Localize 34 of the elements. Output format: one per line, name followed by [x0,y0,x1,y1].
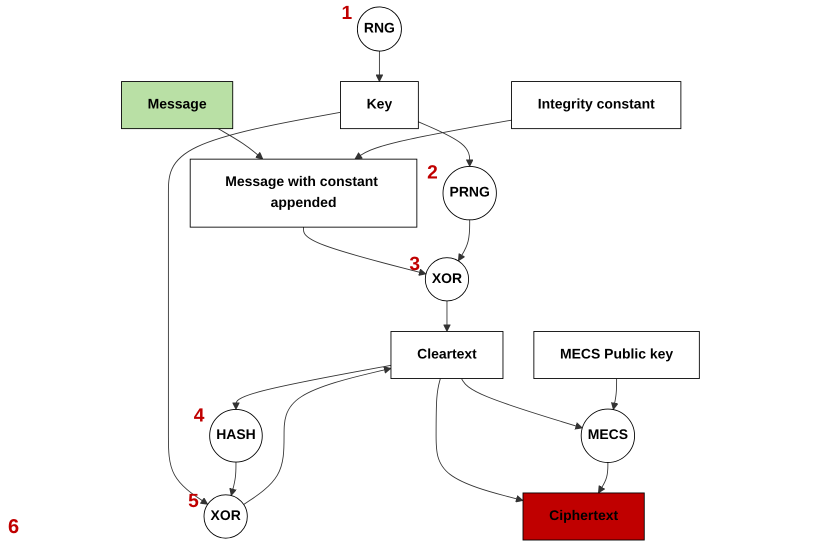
node-box: Ciphertext [522,492,644,540]
arrow [460,378,582,430]
arrow [375,50,383,82]
arrow [217,128,263,160]
node-circle: MECS [580,408,635,463]
node-box: Cleartext [390,331,503,379]
node-circle: XOR [424,257,469,302]
node-circle: RNG [356,6,402,52]
step-number: 2 [426,162,438,184]
arrow [458,219,470,262]
step-number: 1 [341,3,352,24]
arrow [302,226,426,276]
arrow [228,462,236,496]
arrow [435,378,523,502]
node-box: MECS Public key [533,331,700,379]
arrow [598,462,608,494]
node-circle: PRNG [442,166,496,220]
node-circle: XOR [203,494,248,539]
step-number: 3 [409,254,420,275]
arrow [442,300,450,332]
arrow [242,366,391,505]
node-box: Message [120,81,233,130]
arrow [418,121,474,167]
step-number: 5 [188,491,198,512]
node-box: Integrity constant [510,81,681,130]
step-number: 4 [193,406,204,427]
node-box: Message with constant appended [189,158,417,228]
node-box: Key [340,81,418,130]
arrow [610,378,618,410]
arrow [168,112,340,505]
arrow [354,120,512,160]
node-circle: HASH [208,409,262,462]
arrow [232,364,391,410]
step-number: 6 [8,516,20,538]
